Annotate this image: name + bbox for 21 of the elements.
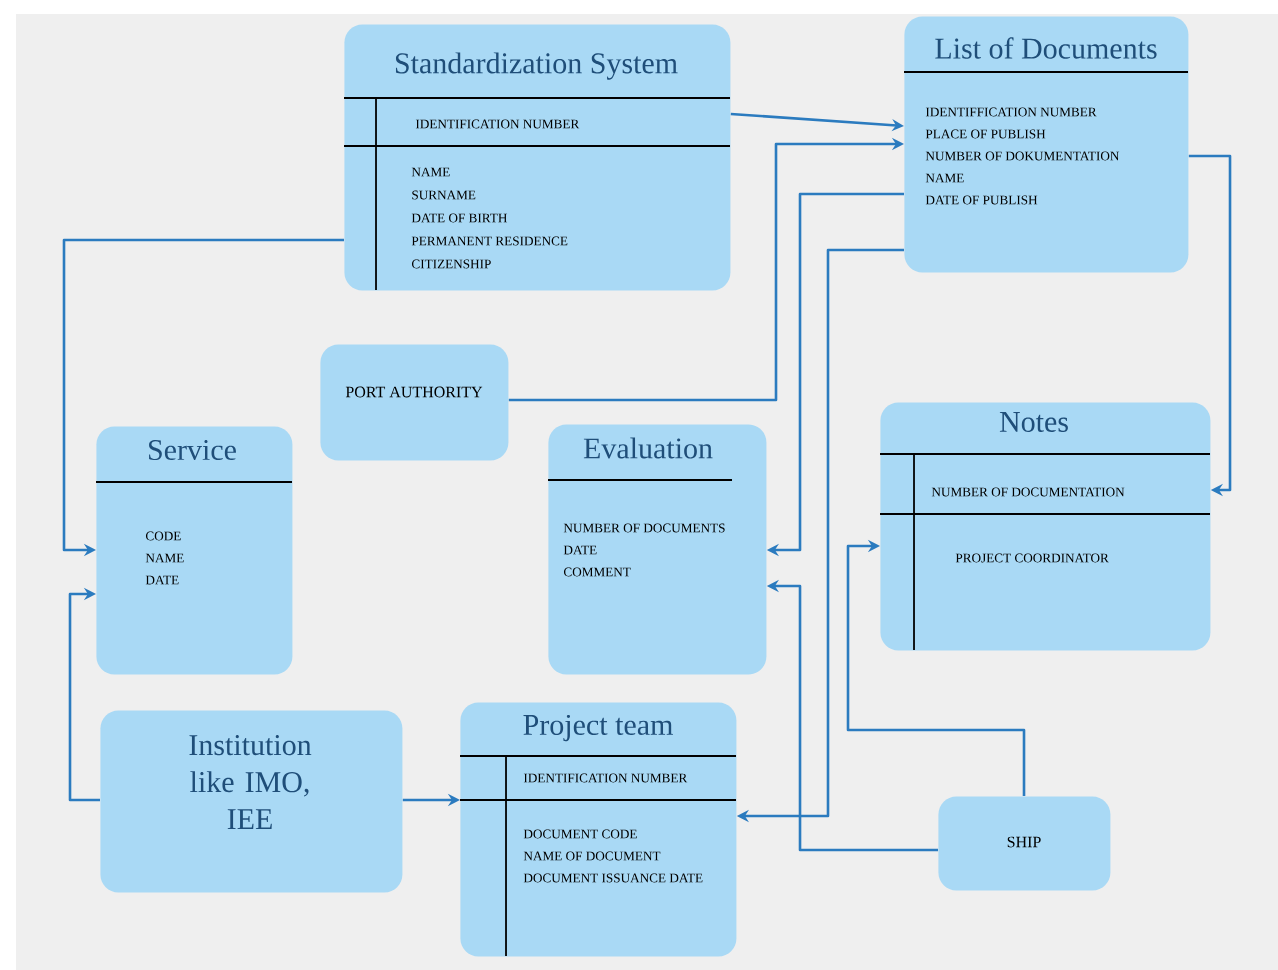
entity-title: Evaluation [583, 437, 713, 459]
connector-arrow [846, 539, 1026, 796]
entity-title: Notes [999, 412, 1068, 432]
connector-arrow [1188, 154, 1232, 497]
box-label: Institution like IMO, IEE [189, 735, 312, 829]
rounded-box [100, 710, 403, 893]
entity-box [459, 702, 737, 957]
entity-box [879, 402, 1211, 651]
entity-box [547, 424, 767, 675]
box-label: PORT AUTHORITY [345, 386, 483, 398]
entity-title: Service [149, 439, 236, 461]
rounded-box [938, 796, 1111, 891]
entity-title: Project team [523, 714, 673, 742]
entity-title: Standardization System [395, 52, 678, 80]
entity-box [95, 426, 293, 675]
rounded-box [320, 344, 509, 461]
box-label: SHIP [1007, 836, 1041, 848]
entity-box [343, 24, 731, 291]
entity-box [903, 16, 1189, 273]
entity-title: List of Documents [935, 37, 1157, 59]
connector-arrow [68, 587, 100, 802]
